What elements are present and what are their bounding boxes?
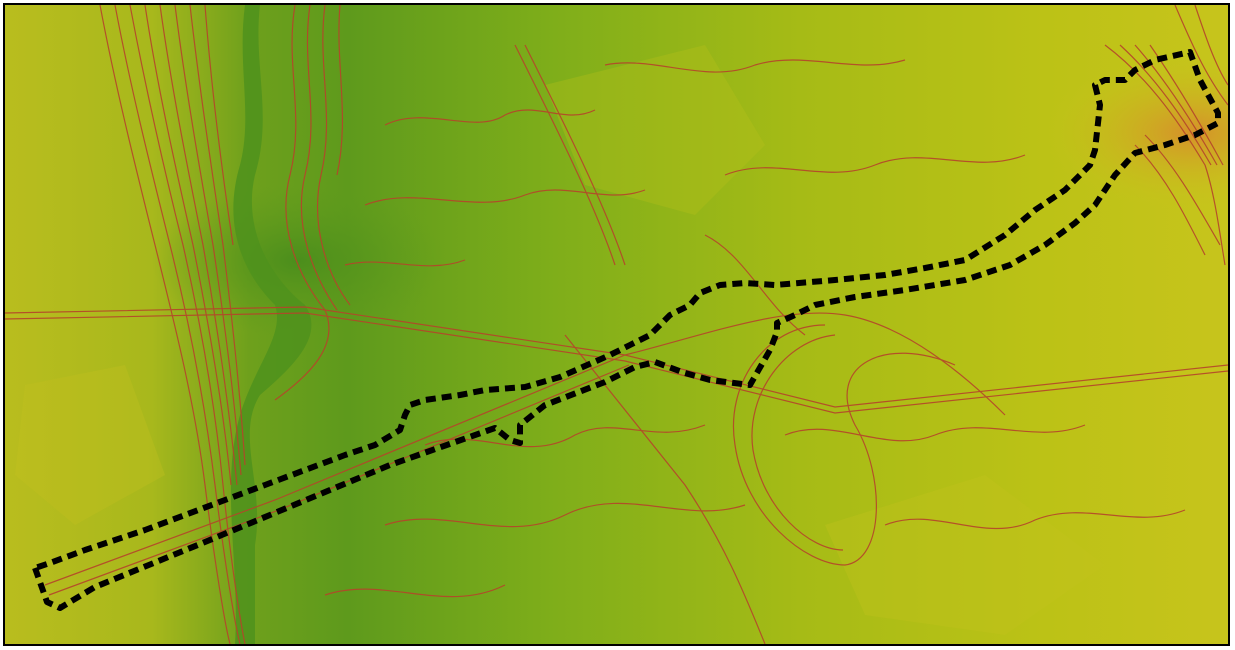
- study-area-boundary: [32, 49, 1221, 611]
- contour-lines: [5, 5, 1228, 644]
- map-frame: [3, 3, 1230, 646]
- map-canvas[interactable]: [5, 5, 1228, 644]
- elevation-raster: [5, 5, 1228, 644]
